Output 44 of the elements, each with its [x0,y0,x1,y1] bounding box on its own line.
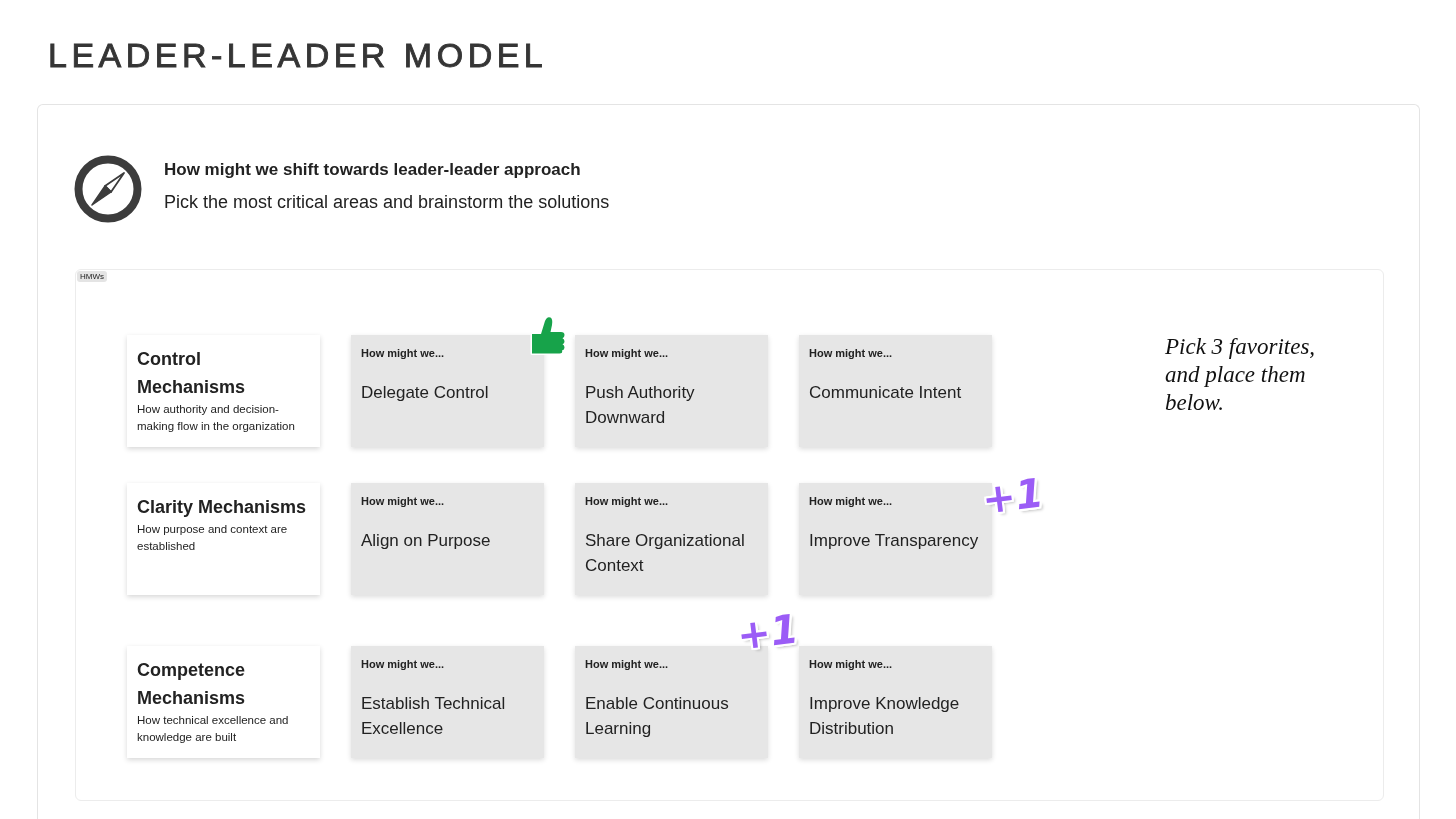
sticky-note [799,335,992,447]
category-description: How authority and decision-making flow in the organization [137,402,296,434]
prompt-text: How might we... [361,494,446,508]
sticky-text: Communicate Intent [809,382,963,404]
vote-label: +1 [734,606,801,658]
category-card [127,483,320,595]
title-text: LEADER-LEADER MODEL [48,35,548,75]
prompt-text: How might we... [361,657,446,671]
instruction-text: Pick the most critical areas and brainstorm the solutions [164,191,610,214]
prompt-text: How might we... [585,494,670,508]
category-title: Competence Mechanisms [137,659,247,710]
vote-label: +1 [979,470,1046,522]
sticky-note [351,335,544,447]
board-panel [37,104,1420,819]
sticky-note [575,335,768,447]
category-title: Clarity Mechanisms [137,496,308,519]
prompt-text: How might we... [809,346,894,360]
category-card [127,646,320,758]
heading-text: How might we shift towards leader-leader approach [164,159,581,181]
sticky-text: Delegate Control [361,382,490,404]
category-title: Control Mechanisms [137,348,247,399]
sticky-text: Enable Continuous Learning [585,693,730,740]
frame-tag: HMWs [77,271,107,282]
sticky-text: Establish Technical Excellence [361,693,507,740]
prompt-text: How might we... [585,657,670,671]
sticky-note [575,483,768,595]
category-description: How purpose and context are established [137,522,289,554]
category-description: How technical excellence and knowledge are built [137,713,290,745]
prompt-text: How might we... [361,346,446,360]
sticky-note [799,646,992,758]
sticky-note [351,646,544,758]
sticky-text: Improve Knowledge Distribution [809,693,961,740]
prompt-text: How might we... [809,494,894,508]
sticky-note [351,483,544,595]
sticky-text: Push Authority Downward [585,382,696,429]
category-card [127,335,320,447]
prompt-text: How might we... [585,346,670,360]
sticky-text: Improve Transparency [809,530,980,552]
sticky-text: Share Organizational Context [585,530,746,577]
frame-panel [75,269,1384,801]
prompt-text: How might we... [809,657,894,671]
sticky-note [575,646,768,758]
sticky-text: Align on Purpose [361,530,492,552]
handwritten-note: Pick 3 favorites, and place them below. [1165,333,1317,417]
